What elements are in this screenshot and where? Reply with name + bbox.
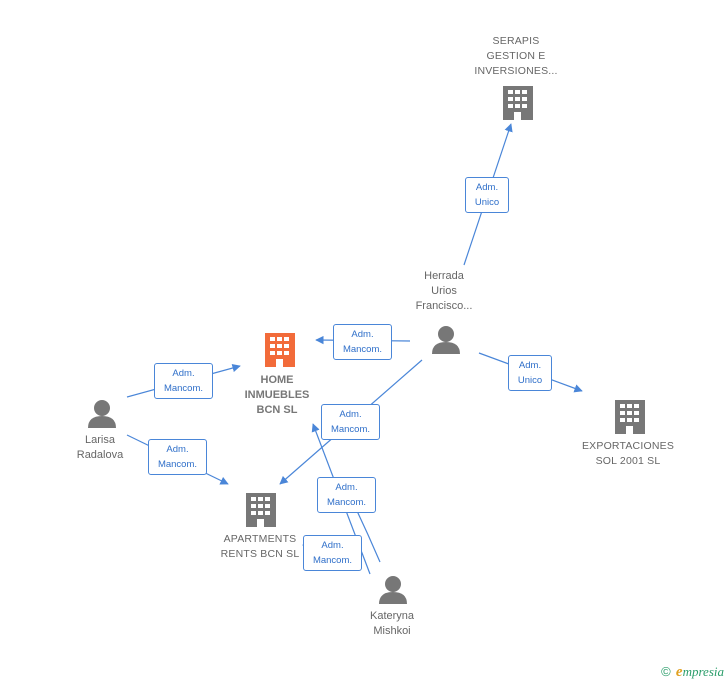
- brand-logo-text: mpresia: [682, 664, 724, 679]
- node-label-apartments-line1: APARTMENTS: [223, 533, 297, 545]
- node-label-herrada-line2: Urios: [431, 285, 457, 297]
- edge-box-herrada-home-line1: Adm.: [351, 329, 374, 340]
- edge-box-herrada-serapis-line1: Adm.: [475, 182, 499, 193]
- node-label-herrada-line1: Herrada: [424, 270, 464, 282]
- edge-box-herrada-home-line2: Mancom.: [342, 344, 383, 355]
- edge-box-herrada-exportaciones[interactable]: Adm. Unico: [508, 355, 552, 391]
- node-label-home-line2: INMUEBLES: [244, 389, 310, 401]
- node-label-serapis-line1: SERAPIS: [492, 35, 540, 47]
- edge-box-larisa-home-line1: Adm.: [172, 368, 195, 379]
- brand-logo-initial: e: [675, 664, 683, 680]
- node-label-home[interactable]: HOME INMUEBLES BCN SL: [232, 373, 322, 418]
- node-label-home-line1: HOME: [260, 374, 294, 386]
- building-icon-exportaciones[interactable]: [615, 400, 645, 434]
- node-label-serapis-line2: GESTION E: [486, 50, 546, 62]
- node-label-herrada[interactable]: Herrada Urios Francisco...: [400, 269, 488, 314]
- node-label-kateryna-line2: Mishkoi: [373, 625, 411, 637]
- node-label-exportaciones-line1: EXPORTACIONES: [581, 440, 675, 452]
- node-label-larisa-line2: Radalova: [76, 449, 124, 461]
- copyright-footer: © empresia: [661, 664, 724, 681]
- node-label-exportaciones-line2: SOL 2001 SL: [595, 455, 661, 467]
- node-label-herrada-line3: Francisco...: [415, 300, 473, 312]
- edge-box-larisa-apartments[interactable]: Adm. Mancom.: [148, 439, 207, 475]
- edge-box-herrada-exportaciones-line1: Adm.: [518, 360, 542, 371]
- edge-box-herrada-apartments-line1: Adm.: [339, 409, 362, 420]
- building-icon-apartments[interactable]: [246, 493, 276, 527]
- edge-box-kateryna-apartments-line2: Mancom.: [312, 555, 353, 566]
- building-icon-serapis[interactable]: [503, 86, 533, 120]
- edge-box-kateryna-home[interactable]: Adm. Mancom.: [317, 477, 376, 513]
- edge-box-kateryna-apartments[interactable]: Adm. Mancom.: [303, 535, 362, 571]
- edge-box-herrada-apartments-line2: Mancom.: [330, 424, 371, 435]
- person-icon-kateryna[interactable]: [379, 576, 407, 604]
- node-label-larisa-line1: Larisa: [85, 434, 115, 446]
- edge-box-larisa-home[interactable]: Adm. Mancom.: [154, 363, 213, 399]
- edge-box-larisa-home-line2: Mancom.: [163, 383, 204, 394]
- node-label-exportaciones[interactable]: EXPORTACIONES SOL 2001 SL: [572, 439, 684, 469]
- edge-box-herrada-apartments[interactable]: Adm. Mancom.: [321, 404, 380, 440]
- node-label-kateryna[interactable]: Kateryna Mishkoi: [354, 609, 430, 639]
- edge-box-herrada-home[interactable]: Adm. Mancom.: [333, 324, 392, 360]
- edge-box-larisa-apartments-line2: Mancom.: [157, 459, 198, 470]
- node-label-home-line3: BCN SL: [256, 404, 298, 416]
- person-icon-larisa[interactable]: [88, 400, 116, 428]
- node-label-apartments-line2: RENTS BCN SL: [220, 548, 300, 560]
- edge-box-kateryna-home-line1: Adm.: [335, 482, 358, 493]
- edge-box-herrada-exportaciones-line2: Unico: [517, 375, 543, 386]
- edge-box-herrada-serapis[interactable]: Adm. Unico: [465, 177, 509, 213]
- node-label-larisa[interactable]: Larisa Radalova: [62, 433, 138, 463]
- node-label-kateryna-line1: Kateryna: [369, 610, 415, 622]
- copyright-symbol: ©: [661, 664, 671, 679]
- person-icon-herrada[interactable]: [432, 326, 460, 354]
- edge-box-kateryna-home-line2: Mancom.: [326, 497, 367, 508]
- node-label-apartments[interactable]: APARTMENTS RENTS BCN SL: [210, 532, 310, 562]
- node-label-serapis-line3: INVERSIONES...: [474, 65, 558, 77]
- edge-box-kateryna-apartments-line1: Adm.: [321, 540, 344, 551]
- edge-box-larisa-apartments-line1: Adm.: [166, 444, 189, 455]
- node-label-serapis[interactable]: SERAPIS GESTION E INVERSIONES...: [463, 34, 569, 79]
- building-icon-home[interactable]: [265, 333, 295, 367]
- edge-box-herrada-serapis-line2: Unico: [474, 197, 500, 208]
